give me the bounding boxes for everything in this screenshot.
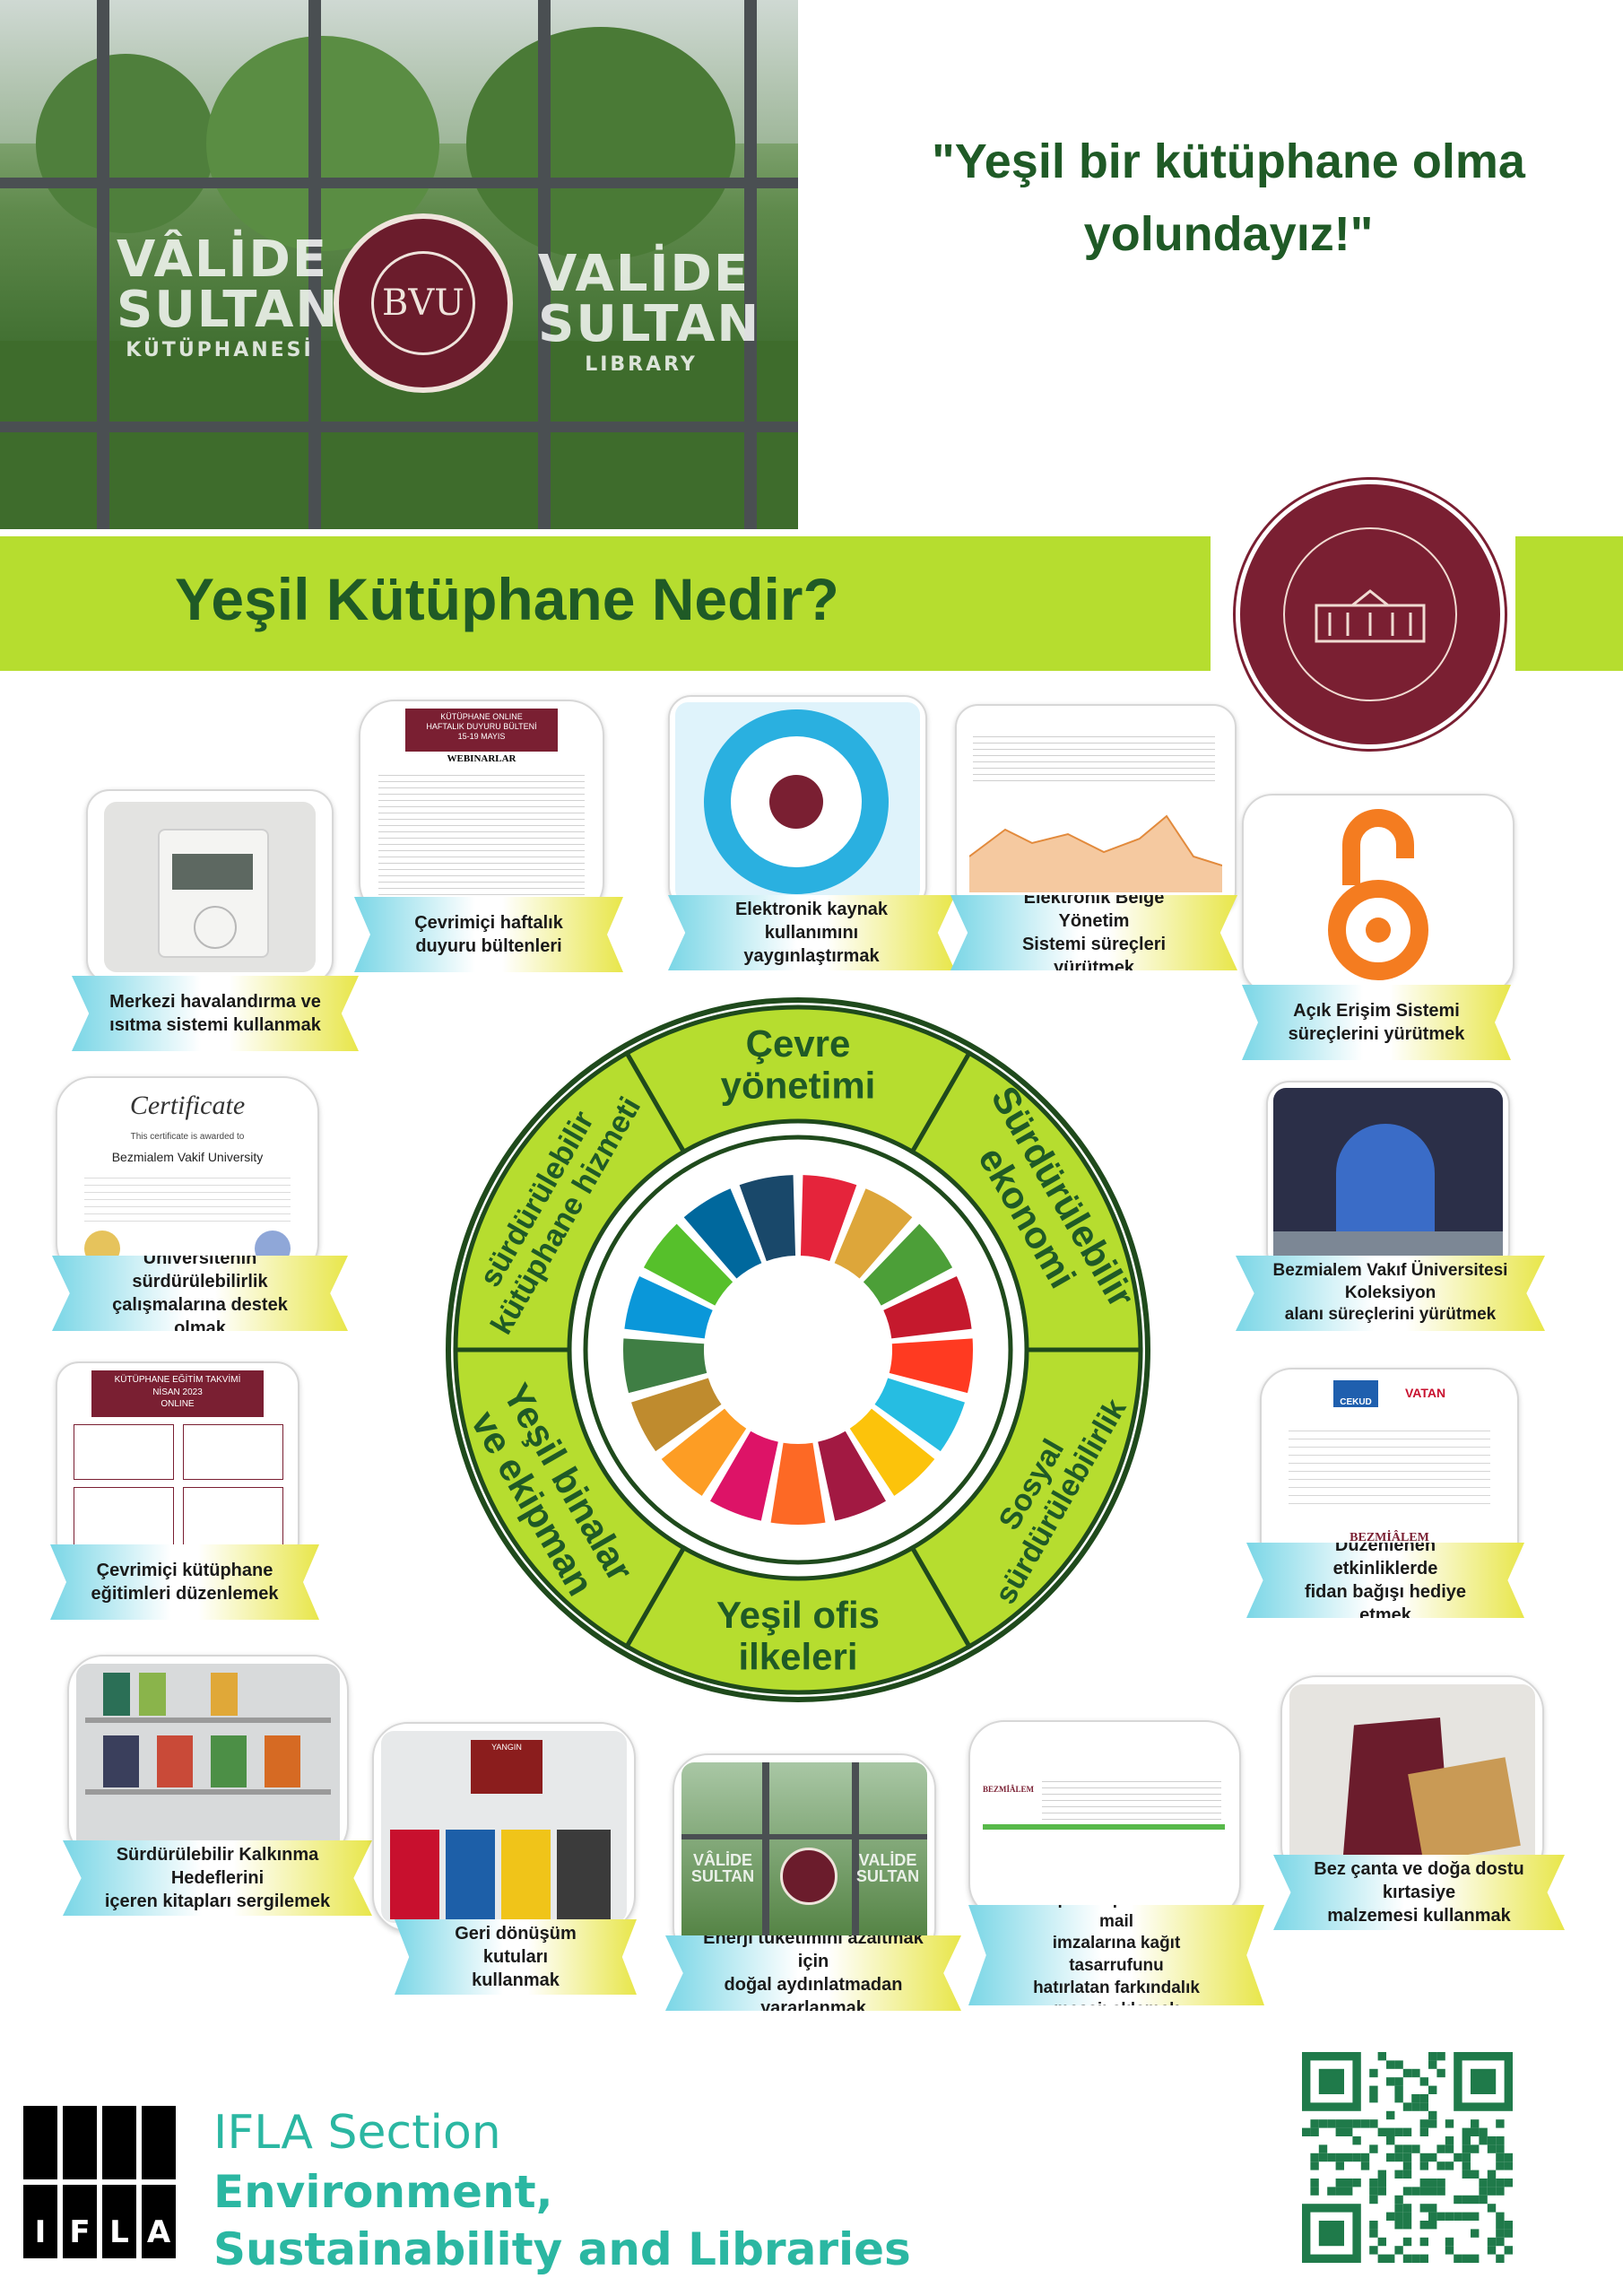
glass-lettering-left: VÂLİDE SULTAN KÜTÜPHANESİ: [117, 230, 340, 361]
sdg-wheel-segment-2: [834, 1188, 913, 1279]
ifla-logo: I F L A: [23, 2106, 176, 2258]
page-title: Yeşil Kütüphane Nedir?: [175, 566, 839, 632]
card-eresources: [668, 695, 927, 909]
ifla-section-name: Environment, Sustainability and Librarie…: [213, 2166, 911, 2275]
glass-lettering-right: VALİDE SULTAN LIBRARY: [538, 245, 761, 376]
library-window-photo: VÂLİDE SULTAN KÜTÜPHANESİ VALİDE SULTAN …: [0, 0, 798, 529]
sdg-wheel-segment-9: [770, 1442, 826, 1525]
title-band: [0, 536, 1211, 671]
qr-code[interactable]: [1302, 2052, 1513, 2263]
card-openaccess: [1242, 794, 1515, 995]
ifla-letter-i: I: [35, 2214, 47, 2250]
wheel-segment-5: [453, 1049, 687, 1352]
sdg-wheel-segment-16: [683, 1188, 762, 1279]
ifla-section-label: IFLA Section: [213, 2106, 501, 2160]
title-band-right: [1515, 536, 1623, 671]
card-collection: [1266, 1081, 1510, 1274]
sdg-wheel-segment-4: [883, 1275, 972, 1339]
card-mail: BEZMİÂLEM: [968, 1720, 1241, 1919]
sdg-wheel-segment-17: [739, 1175, 796, 1262]
sdg-wheel-segment-3: [863, 1223, 953, 1306]
library-directorate-seal: [1236, 480, 1505, 749]
card-sdgbooks: [67, 1655, 349, 1860]
card-hvac: [86, 789, 334, 983]
bvu-university-logo: BVU: [334, 213, 513, 393]
ifla-letter-l: L: [109, 2214, 129, 2250]
open-access-lock-icon: [1328, 809, 1428, 980]
ebys-area-chart-thumbnail: [969, 814, 1222, 892]
sdg-wheel-segment-12: [631, 1378, 722, 1452]
ifla-letter-a: A: [147, 2214, 171, 2250]
sdg-wheel-segment-13: [623, 1338, 707, 1394]
sdg-wheel-segment-10: [710, 1431, 778, 1521]
ifla-letter-f: F: [69, 2214, 90, 2250]
page-quote: "Yeşil bir kütüphane olma yolundayız!": [932, 135, 1525, 261]
sdg-wheel-segment-7: [849, 1408, 935, 1496]
sdg-wheel-segment-6: [874, 1378, 965, 1452]
library-building-icon: [1315, 589, 1426, 643]
sdg-wheel-segment-15: [643, 1223, 733, 1306]
sdg-wheel-segment-14: [624, 1275, 713, 1339]
sdg-wheel-segment-8: [818, 1431, 886, 1521]
card-certificate: Certificate This certificate is awarded …: [56, 1076, 319, 1279]
sdg-wheel-segment-11: [661, 1408, 747, 1496]
card-ebys: [955, 704, 1237, 914]
card-recycle: YANGIN: [372, 1722, 636, 1932]
sdg-wheel-segment-5: [889, 1338, 973, 1394]
card-sapling: CEKUD VATAN BEZMİÂLEM: [1260, 1368, 1519, 1573]
card-bag: [1280, 1675, 1544, 1882]
sdg-wheel-segment-1: [800, 1175, 857, 1262]
